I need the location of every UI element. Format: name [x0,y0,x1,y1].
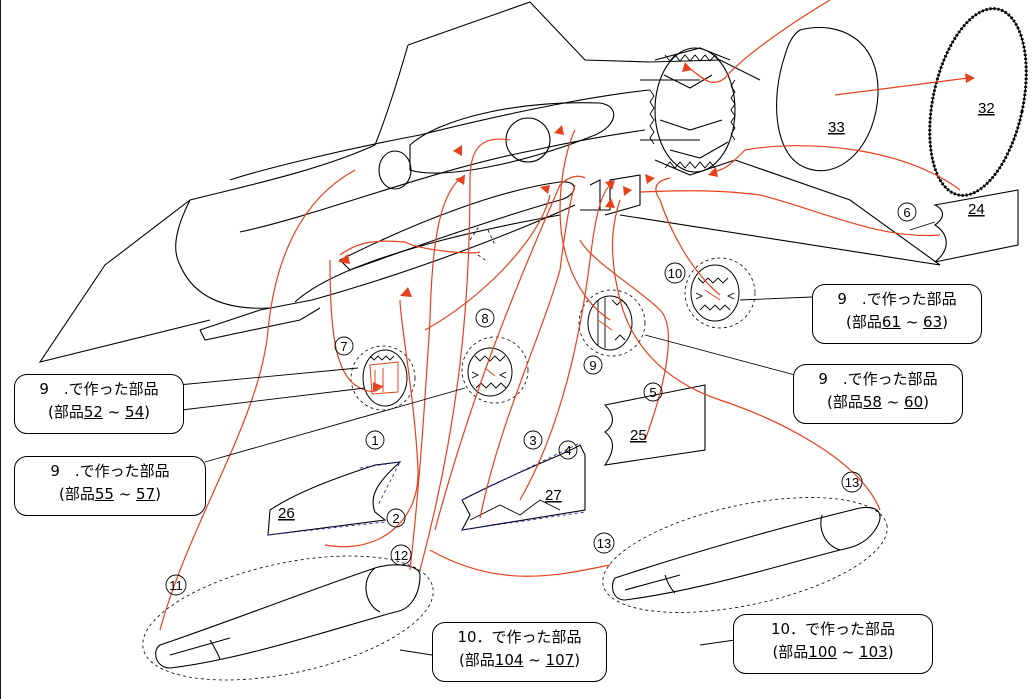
step-13-right: 13 [845,475,859,490]
leader-lines [164,221,936,656]
step-4: 4 [564,443,571,458]
lower-duct [339,181,575,271]
intake-duct [409,102,615,174]
part-24-shape [933,189,1019,263]
callout-title: 9 .で作った部品 [818,370,938,388]
step-6: 6 [903,205,910,220]
part-33-shape [776,26,879,172]
opening-left [378,150,412,190]
part-27-shape [460,444,586,531]
callout-title: 9 .で作った部品 [39,380,159,398]
part-26-shape [267,461,402,536]
vertical-fin [407,1,651,63]
callout-range: (部品104 ~ 107) [458,651,581,669]
step-2: 2 [392,511,399,526]
part-number-27: 27 [545,487,562,504]
subassembly-9 [578,289,646,357]
subassembly-7 [350,345,416,411]
callout-title: 9 .で作った部品 [837,290,957,308]
callout-parts-100-103: 10．で作った部品 (部品100 ~ 103) [733,614,933,674]
callout-range: (部品52 ~ 54) [47,403,150,421]
step-1: 1 [371,433,378,448]
part-number-25: 25 [630,427,647,444]
part-26-guide [267,461,401,536]
callout-title: 10．で作った部品 [770,620,896,638]
pod-left [142,555,434,681]
part-27-guide [461,442,586,531]
pod-right [602,497,888,613]
step-8: 8 [481,311,488,326]
step-5: 5 [649,385,656,400]
assembly-guides [159,0,969,631]
callout-parts-61-63: 9 .で作った部品 (部品61 ~ 63) [812,284,982,344]
part-number-26: 26 [278,505,295,522]
part-number-33: 33 [828,119,845,136]
callout-title: 10．で作った部品 [457,628,582,646]
part-32-teeth [928,7,1028,197]
callout-parts-58-60: 9 .で作った部品 (部品58 ~ 60) [793,364,963,424]
callout-range: (部品58 ~ 60) [826,393,929,411]
callout-parts-52-54: 9 .で作った部品 (部品52 ~ 54) [14,374,184,434]
part-number-24: 24 [968,201,985,218]
step-7: 7 [340,339,347,354]
callout-parts-55-57: 9 .で作った部品 (部品55 ~ 57) [14,456,206,516]
nozzle-ring [654,47,736,173]
opening-right [505,117,551,163]
callout-range: (部品61 ~ 63) [845,313,948,331]
step-markers: 1 2 3 4 5 6 7 8 9 10 11 12 13 13 [165,202,917,596]
step-12: 12 [394,548,408,563]
step-13-center: 13 [597,536,611,551]
subassembly-8 [461,336,529,404]
part-number-32: 32 [978,100,995,117]
guide-arrowheads [338,62,975,392]
callout-range: (部品100 ~ 103) [772,643,894,661]
step-3: 3 [529,433,536,448]
step-11: 11 [169,578,183,593]
step-10: 10 [668,266,682,281]
aircraft-body [38,1,941,363]
part-25-shape [603,384,706,466]
callout-range: (部品55 ~ 57) [58,485,161,503]
callout-parts-104-107: 10．で作った部品 (部品104 ~ 107) [432,622,607,682]
callout-title: 9 .で作った部品 [50,462,170,480]
step-9: 9 [589,358,596,373]
